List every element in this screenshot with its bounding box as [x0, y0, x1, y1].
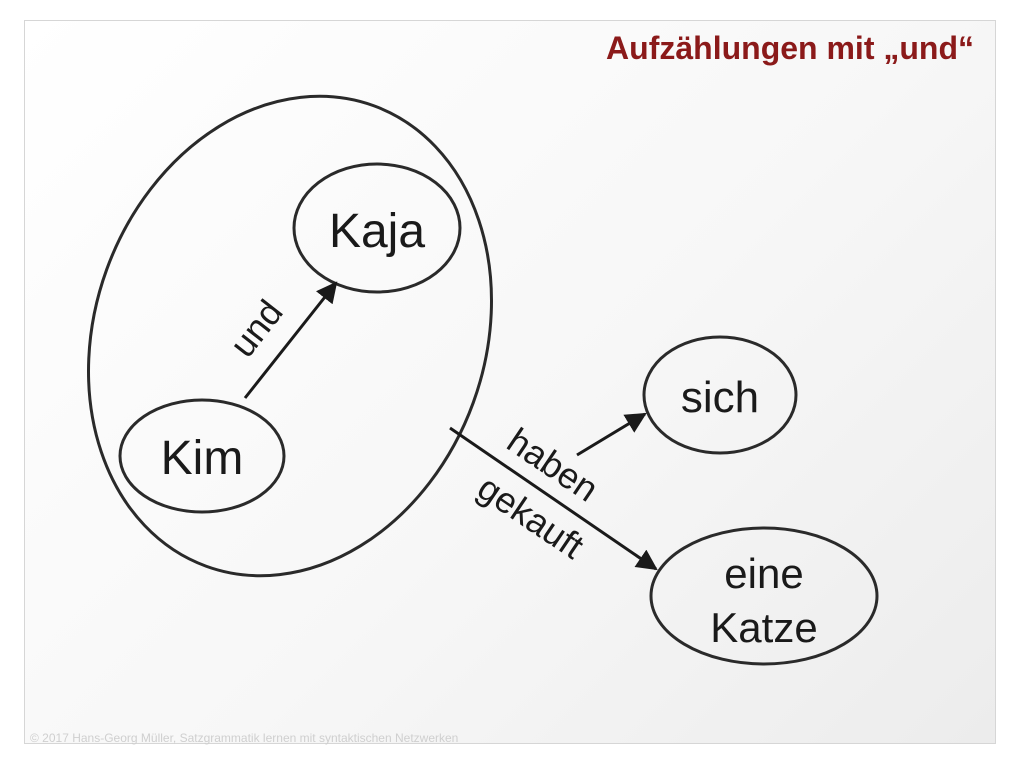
node-eine-katze: eine Katze: [649, 526, 879, 666]
node-eine-katze-label-line2: Katze: [710, 604, 817, 651]
node-sich: sich: [642, 335, 798, 455]
node-kim-ellipse: [118, 398, 286, 514]
copyright-footer: © 2017 Hans-Georg Müller, Satzgrammatik …: [30, 731, 459, 745]
edge-und-arrow: [243, 281, 338, 399]
node-kaja: Kaja: [292, 162, 462, 294]
node-kim: Kim: [118, 398, 286, 514]
edge-haben-gekauft-arrow: [449, 426, 658, 571]
node-kaja-ellipse: [292, 162, 462, 294]
node-eine-katze-ellipse: [649, 526, 879, 666]
node-sich-ellipse: [642, 335, 798, 455]
slide-title: Aufzählungen mit „und“: [606, 30, 974, 66]
slide-frame: [24, 20, 996, 744]
node-kaja-label: Kaja: [329, 205, 425, 258]
node-sich-label: sich: [681, 373, 759, 422]
group-ellipse: [87, 94, 493, 578]
node-kim-label: Kim: [161, 432, 244, 485]
node-eine-katze-label-line1: eine: [724, 550, 803, 597]
edge-sich-arrow: [576, 412, 647, 457]
